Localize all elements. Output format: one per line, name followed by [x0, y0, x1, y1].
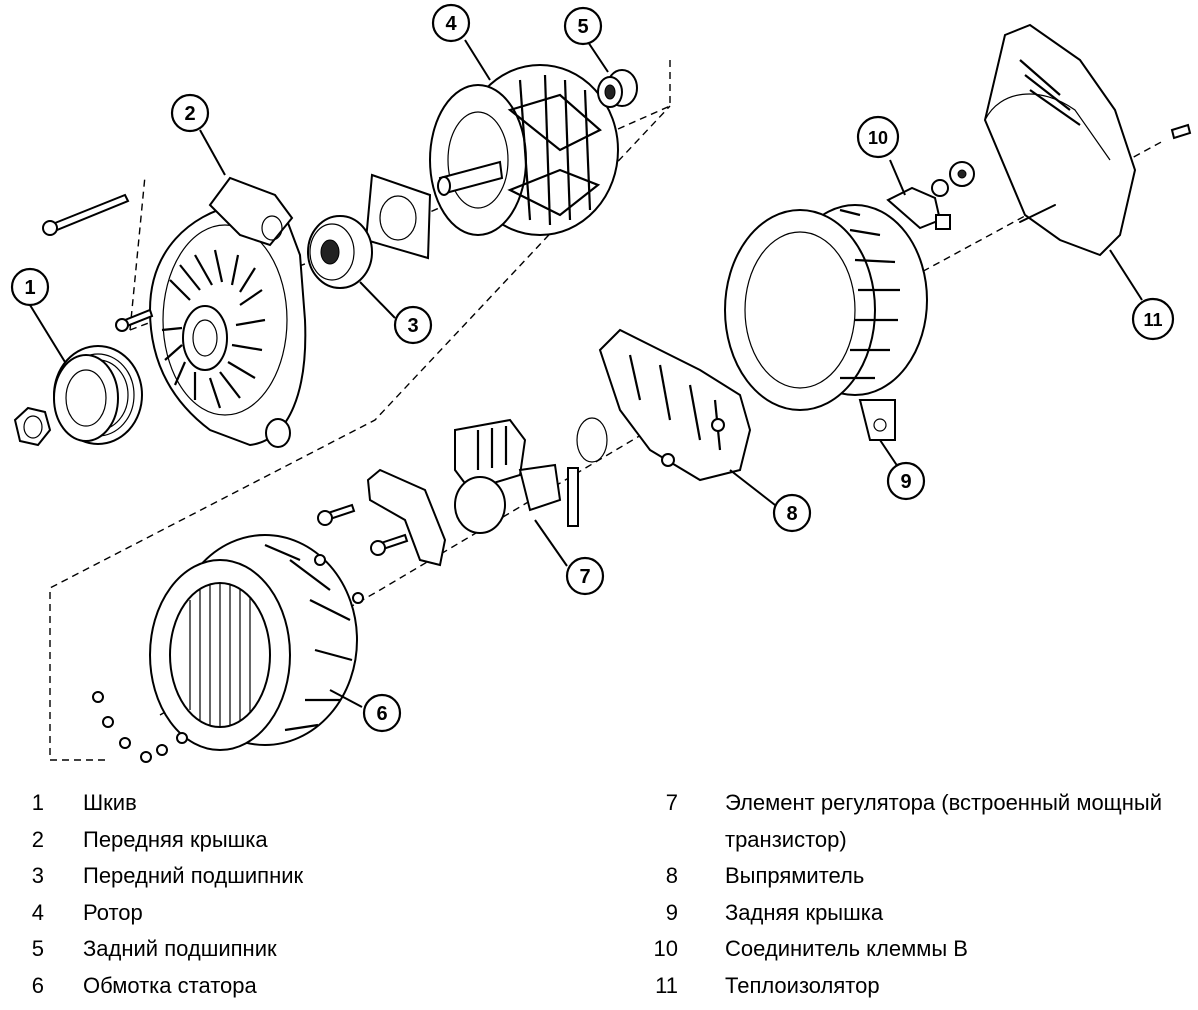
- callout-8: 8: [772, 493, 812, 533]
- rotor-drawing: [429, 64, 619, 236]
- legend-number: 6: [31, 972, 44, 998]
- callout-6: 6: [362, 693, 402, 733]
- stator-drawing: [92, 534, 358, 763]
- svg-text:6: 6: [376, 703, 387, 725]
- callout-4: 4: [431, 3, 471, 43]
- rear-bearing-drawing: [597, 69, 638, 108]
- legend-left-column: 1 Шкив 2 Передняя крышка 3 Передний подшипн…: [0, 785, 600, 1004]
- legend-number: 8: [665, 863, 678, 888]
- legend-label: Ротор: [83, 899, 143, 925]
- rectifier-drawing: [576, 328, 752, 482]
- legend-number: 2: [31, 826, 44, 852]
- legend-label: Выпрямитель: [725, 863, 865, 888]
- svg-text:7: 7: [579, 566, 590, 588]
- callout-2: 2: [170, 93, 210, 133]
- legend-item: 7 Элемент регулятора (встроенный мощный т…: [620, 785, 1198, 858]
- legend-number: 11: [655, 972, 678, 998]
- legend-number: 10: [653, 936, 678, 961]
- regulator-drawing: [314, 418, 579, 604]
- legend-label: Передняя крышка: [83, 826, 268, 852]
- legend-right-column: 7 Элемент регулятора (встроенный мощный т…: [620, 785, 1198, 1004]
- legend-item: 3 Передний подшипник: [0, 858, 600, 895]
- legend-label: Задний подшипник: [83, 936, 277, 961]
- callout-1: 1: [10, 267, 50, 307]
- svg-text:4: 4: [445, 13, 457, 35]
- callout-11: 11: [1131, 297, 1175, 341]
- legend-number: 7: [665, 790, 678, 815]
- legend-number: 9: [665, 899, 678, 925]
- legend-number: 3: [31, 863, 44, 888]
- b-terminal-connector-drawing: [886, 161, 975, 230]
- legend-item: 6 Обмотка статора: [0, 968, 600, 1005]
- legend-label: Соединитель клеммы В: [725, 936, 968, 961]
- rear-cover-drawing: [724, 204, 928, 441]
- legend-label: Шкив: [83, 790, 137, 815]
- legend-item: 8 Выпрямитель: [620, 858, 1198, 895]
- legend-label: Элемент регулятора (встроенный мощный тр…: [725, 790, 1163, 852]
- legend-label: Обмотка статора: [83, 972, 257, 998]
- callout-9: 9: [886, 461, 926, 501]
- pulley-drawing: [13, 345, 143, 447]
- svg-text:8: 8: [786, 503, 797, 525]
- parts-legend: 1 Шкив 2 Передняя крышка 3 Передний подшипн…: [0, 785, 1198, 1010]
- legend-item: 2 Передняя крышка: [0, 822, 600, 859]
- exploded-alternator-diagram: 1 2 3 4 5 6 7 8 9 10 11: [10, 3, 1192, 763]
- svg-text:10: 10: [868, 128, 888, 148]
- legend-item: 11 Теплоизолятор: [620, 968, 1198, 1005]
- legend-number: 1: [31, 790, 44, 815]
- callout-5: 5: [563, 6, 603, 46]
- legend-item: 4 Ротор: [0, 895, 600, 932]
- heat-insulator-drawing: [983, 23, 1192, 257]
- legend-item: 5 Задний подшипник: [0, 931, 600, 968]
- callout-10: 10: [856, 115, 900, 159]
- legend-item: 9 Задняя крышка: [620, 895, 1198, 932]
- legend-label: Передний подшипник: [83, 863, 304, 888]
- legend-item: 10 Соединитель клеммы В: [620, 931, 1198, 968]
- svg-text:5: 5: [577, 16, 588, 38]
- svg-text:2: 2: [184, 103, 195, 125]
- legend-label: Задняя крышка: [725, 899, 884, 925]
- svg-text:1: 1: [24, 277, 35, 299]
- legend-number: 5: [31, 936, 44, 961]
- front-cover-drawing: [42, 176, 307, 448]
- legend-number: 4: [31, 899, 44, 925]
- svg-text:3: 3: [407, 315, 418, 337]
- front-bearing-drawing: [307, 173, 432, 289]
- svg-text:9: 9: [900, 471, 911, 493]
- callout-7: 7: [565, 556, 605, 596]
- svg-text:11: 11: [1143, 310, 1162, 330]
- callout-3: 3: [393, 305, 433, 345]
- legend-item: 1 Шкив: [0, 785, 600, 822]
- legend-label: Теплоизолятор: [725, 972, 880, 998]
